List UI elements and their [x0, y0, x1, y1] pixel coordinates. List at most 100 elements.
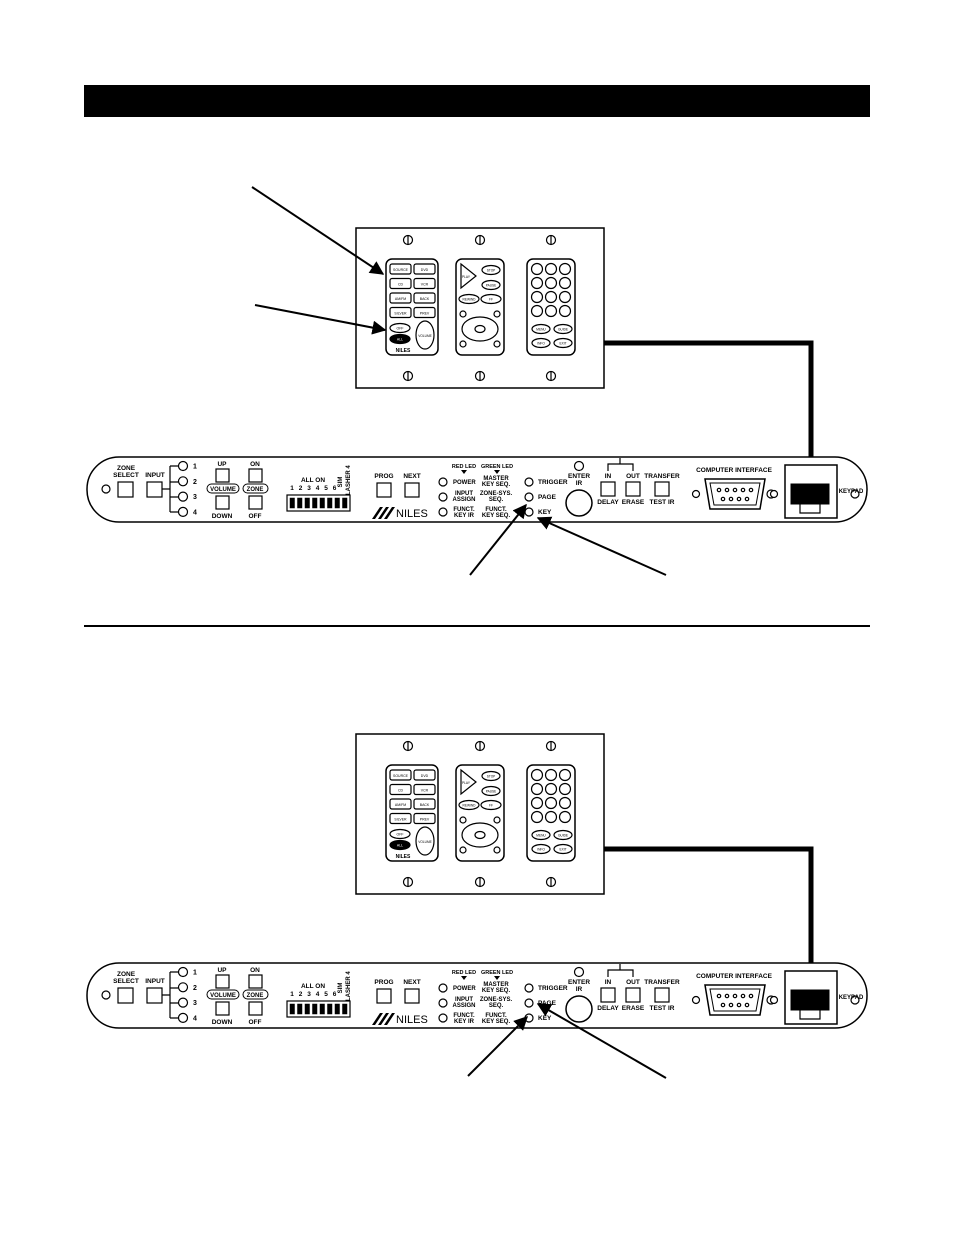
dip-number: 2 [299, 485, 303, 492]
arrow-to-page-led-bottom [536, 1003, 667, 1079]
page-label: PAGE [538, 494, 557, 501]
transfer-label: TRANSFER [644, 979, 680, 986]
volume-up-button [215, 468, 230, 483]
power-label: POWER [453, 480, 476, 486]
pause-label: PAUSE [486, 790, 497, 794]
keypad-button-label: VCR [421, 789, 429, 793]
keypad-button [413, 769, 436, 781]
on-label: ON [250, 967, 260, 974]
volume-rocker [415, 320, 435, 350]
zone-number: 4 [193, 509, 197, 516]
zone-number: 3 [193, 1000, 197, 1007]
keypad-label: KEYPAD [839, 489, 864, 495]
off-label: OFF [249, 513, 262, 520]
next-label: NEXT [403, 979, 420, 986]
number-button [530, 796, 544, 810]
input-assign-label: ASSIGN [452, 1003, 475, 1009]
keypad-button-label: PREV [420, 312, 430, 316]
keypad-oval-button [553, 323, 573, 335]
db9-pin [716, 487, 722, 493]
volume-oval [206, 989, 240, 1000]
keypad-button-label: PREV [420, 818, 430, 822]
key-led [524, 507, 534, 517]
volume-up-button [215, 974, 230, 989]
dip-number: 6 [333, 991, 337, 998]
keypad-button-all [389, 333, 411, 345]
zone-bracket [162, 465, 178, 513]
keypad-button [413, 798, 436, 810]
test-ir-label: TEST IR [650, 1005, 675, 1012]
green-led-pointer [494, 976, 500, 980]
db9-pin [724, 993, 730, 999]
number-button [530, 768, 544, 782]
transfer-button [654, 987, 670, 1003]
power-label: POWER [453, 986, 476, 992]
keypad-oval-button [553, 843, 573, 855]
keypad-button-label: INFO [537, 342, 545, 346]
zone-number: 1 [193, 970, 197, 977]
keypad-jack-latch [799, 1010, 821, 1020]
zone-off-button [248, 495, 263, 510]
zone-led-2 [177, 476, 189, 487]
next-label: NEXT [403, 473, 420, 480]
zone-led-4 [177, 1012, 189, 1024]
arrow-to-off-button-top [254, 304, 387, 335]
master-key-seq-label: MASTER [483, 982, 509, 988]
dip-switch [297, 1003, 303, 1015]
up-label: UP [217, 967, 227, 974]
dip-number: 5 [324, 485, 328, 492]
master-key-seq-label: KEY SEQ. [482, 482, 511, 488]
keypad-button-label: GUIDE [558, 834, 568, 838]
mounting-hole [101, 990, 111, 1000]
zone-number: 3 [193, 494, 197, 501]
db9-pin [720, 496, 726, 502]
trigger-label: TRIGGER [538, 479, 568, 486]
keypad-button-off [389, 828, 411, 840]
keypad-button [389, 798, 412, 810]
page-led [524, 998, 534, 1008]
zone-sys-seq-label: ZONE-SYS. [480, 997, 513, 1003]
keypad-button-label: SILVER [394, 312, 407, 316]
erase-label: ERASE [622, 1005, 645, 1012]
ir-learning-window [565, 995, 593, 1023]
input-assign-led [438, 492, 448, 502]
keypad-button-label: DVD [421, 774, 429, 778]
input-assign-label: ASSIGN [452, 497, 475, 503]
funct-key-ir-label: KEY IR [454, 1019, 475, 1025]
funct-key-ir-led [438, 1013, 448, 1023]
arrow-to-key-led-top [536, 516, 667, 576]
red-led-pointer [461, 470, 467, 474]
dip-switch [289, 1003, 295, 1015]
flasher-label: FLASHER 4 [346, 465, 352, 499]
keypad-button-label: SOURCE [393, 774, 409, 778]
db9-screw [769, 489, 779, 499]
zone-oval [242, 483, 269, 494]
red-led-pointer [461, 976, 467, 980]
flasher-label: FLASHER 4 [346, 971, 352, 1005]
zone-off-button [248, 1001, 263, 1016]
zone-led-3 [177, 997, 189, 1008]
zone-number: 1 [193, 464, 197, 471]
keypad-brand: NILES [396, 348, 411, 354]
dip-switch [327, 497, 333, 509]
db9-screw [691, 489, 701, 499]
keypad-brand: NILES [396, 854, 411, 860]
mounting-hole [850, 489, 860, 499]
keypad-button-label: CD [398, 789, 404, 793]
zone-number: 4 [193, 1015, 197, 1022]
keypad-button [413, 306, 436, 319]
keypad-button [413, 277, 436, 290]
play-button [460, 262, 477, 290]
zone-led-1 [177, 460, 189, 472]
niles-logo-icon [372, 507, 395, 519]
zone-on-button [248, 974, 263, 989]
number-button [558, 796, 572, 810]
master-key-seq-label: MASTER [483, 476, 509, 482]
keypad-button [413, 812, 436, 825]
forward-button [480, 293, 502, 305]
dip-switch [304, 1003, 310, 1015]
dip-number: 5 [324, 991, 328, 998]
niles-logo-icon [372, 1013, 395, 1025]
